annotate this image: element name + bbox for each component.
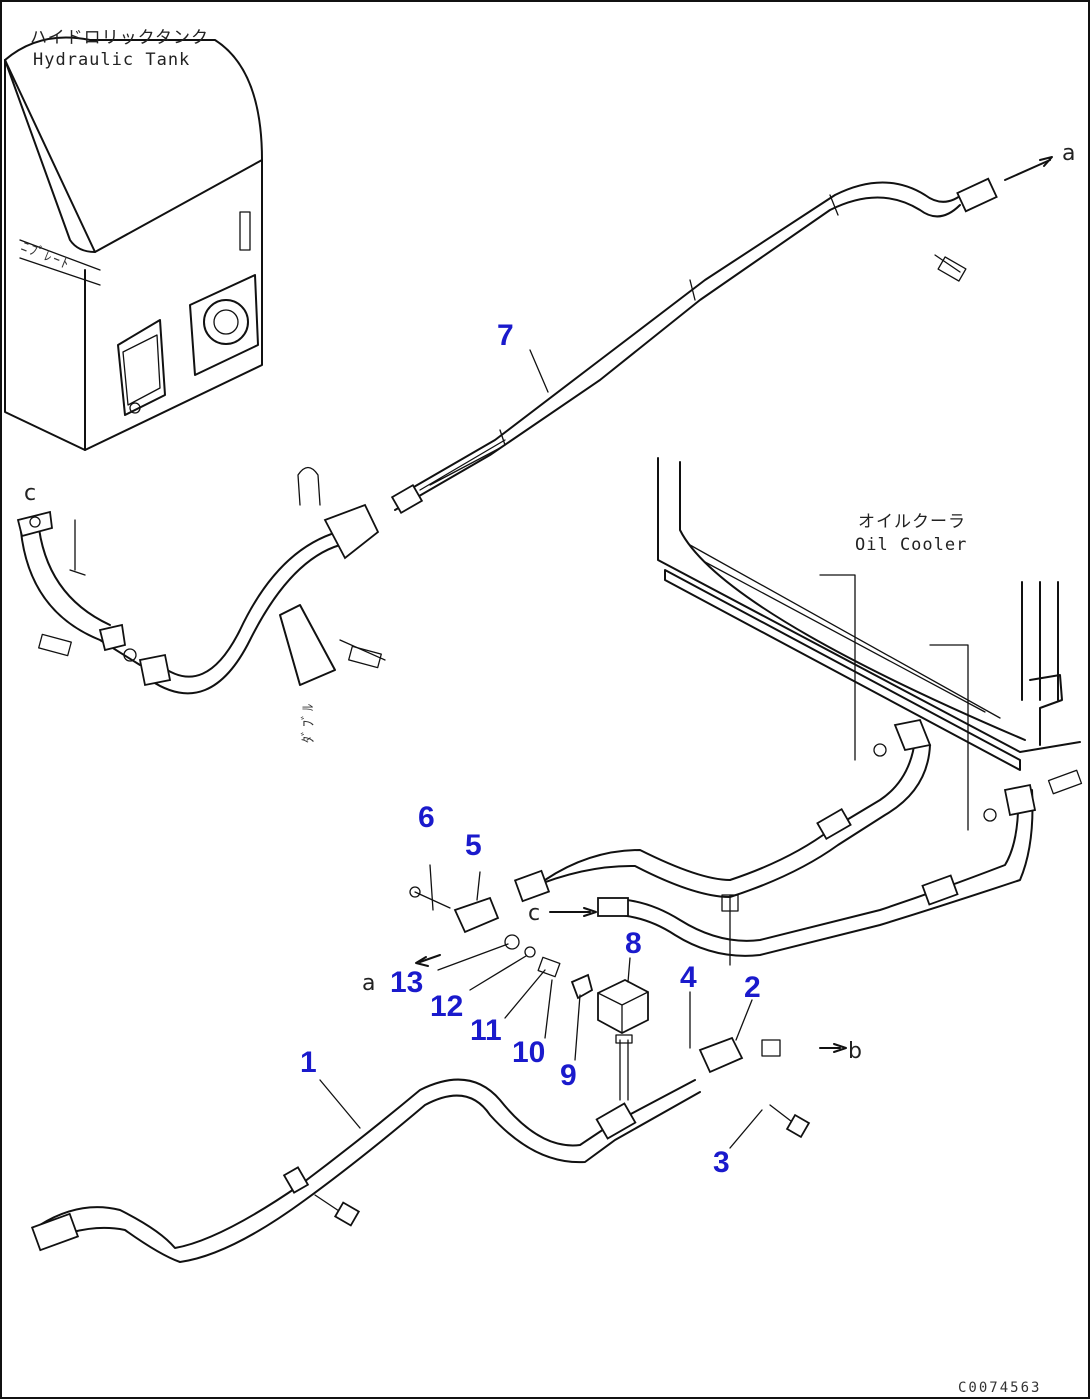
callouts: 7 6 5 8 4 2 3 1 13 12 11 10 9 [300, 319, 763, 1179]
leader-9 [574, 994, 581, 1061]
oil-cooler [657, 457, 1081, 831]
hydraulic-tank: ﾆﾌﾟﾚｰﾄ [4, 36, 263, 451]
leader-7 [529, 349, 549, 393]
callout-4: 4 [680, 961, 697, 994]
ref-b-block: b [848, 1039, 862, 1064]
oil-cooler-label-en: Oil Cooler [855, 535, 967, 555]
leader-8 [627, 957, 631, 983]
leader-2 [735, 999, 753, 1041]
ref-c-tank: c [24, 481, 36, 506]
callout-13: 13 [390, 966, 423, 999]
ref-a-tank: a [1062, 141, 1075, 166]
hydraulic-tank-label-en: Hydraulic Tank [33, 50, 190, 70]
cooler-hoses [513, 718, 1083, 966]
hydraulic-tank-label-jp: ハイドロリックタンク [30, 28, 209, 48]
drawing-code: C0074563 [958, 1380, 1041, 1396]
callout-6: 6 [418, 801, 435, 834]
leader-12 [469, 955, 527, 991]
callout-11: 11 [470, 1014, 502, 1047]
leader-5 [476, 871, 481, 901]
leader-11 [504, 969, 546, 1019]
ref-a-block: a [362, 971, 375, 996]
svg-text:ﾆﾌﾟﾚｰﾄ: ﾆﾌﾟﾚｰﾄ [19, 239, 73, 273]
hose-1 [30, 1078, 701, 1263]
hose-7: ﾀﾞﾌﾞﾙ [16, 156, 1053, 743]
callout-3: 3 [713, 1146, 730, 1179]
leader-10 [544, 979, 553, 1039]
leader-3 [729, 1109, 763, 1149]
callout-5: 5 [465, 829, 482, 862]
leader-13 [437, 943, 509, 971]
callout-10: 10 [512, 1036, 545, 1069]
leader-6 [429, 864, 434, 911]
callout-9: 9 [560, 1059, 577, 1092]
callout-8: 8 [625, 927, 642, 960]
ref-c-block: c [528, 901, 540, 926]
oil-cooler-label-jp: オイルクーラ [858, 512, 966, 532]
callout-12: 12 [430, 990, 463, 1023]
callout-2: 2 [744, 971, 761, 1004]
callout-7: 7 [497, 319, 514, 352]
callout-1: 1 [300, 1046, 317, 1079]
leader-1 [319, 1079, 361, 1129]
svg-text:ﾀﾞﾌﾞﾙ: ﾀﾞﾌﾞﾙ [301, 702, 317, 743]
valve-block-assembly [409, 886, 847, 1139]
